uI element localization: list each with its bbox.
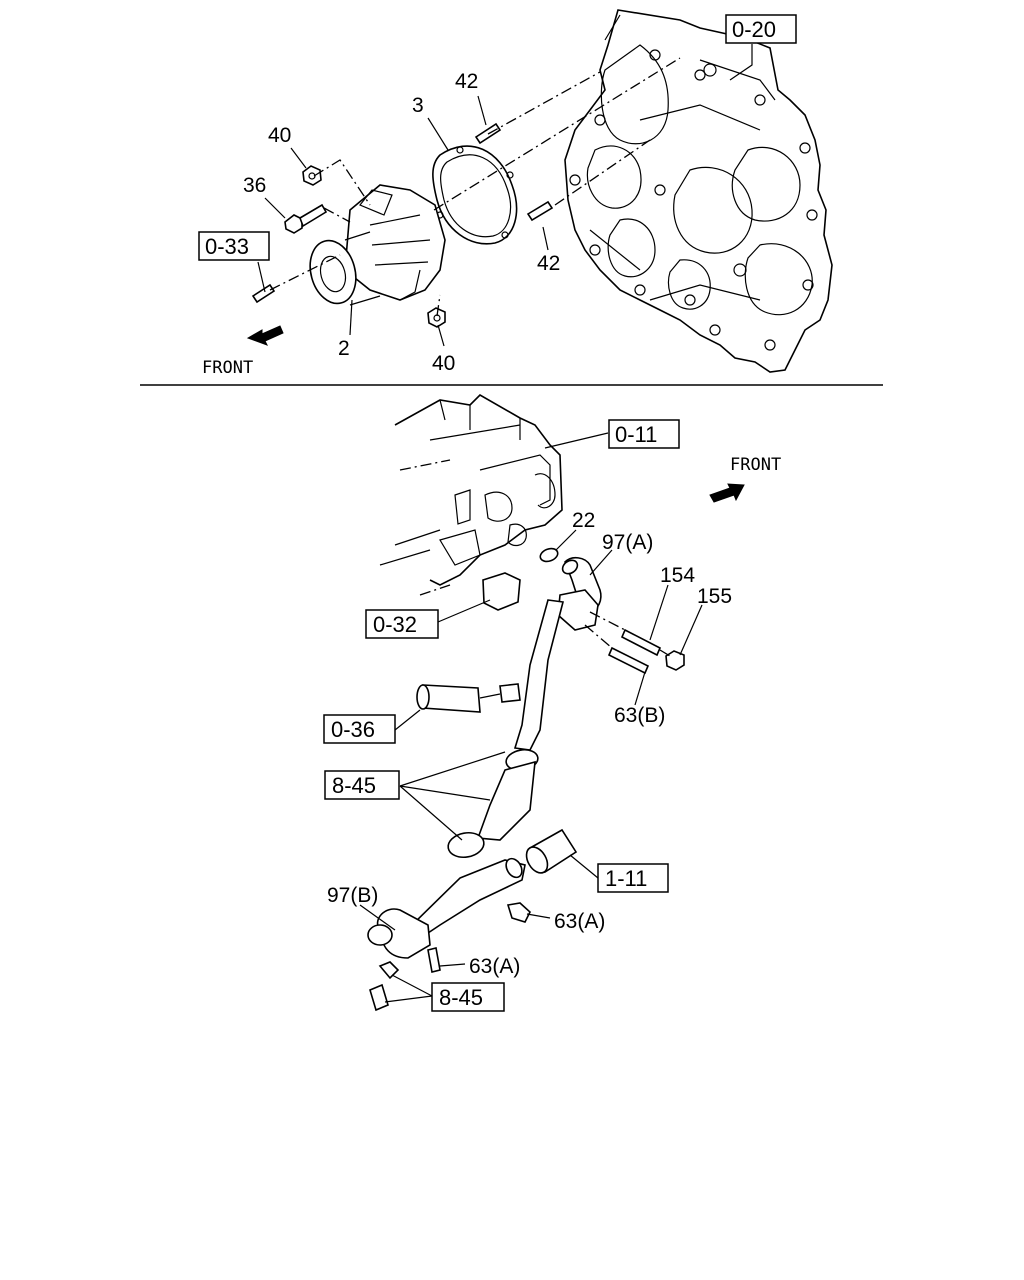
front-label-top: FRONT [202, 358, 253, 378]
ref-label-0-36: 0-36 [331, 717, 375, 742]
water-pump-assembly-diagram: 42 3 40 36 42 2 40 0-20 0-33 FRONT [198, 9, 833, 378]
bolt-36 [284, 203, 328, 234]
front-arrow-icon [246, 325, 284, 346]
ref-box-0-36 [323, 714, 396, 744]
front-arrow-icon [709, 483, 745, 503]
callout-36: 36 [243, 174, 266, 197]
ref-label-0-33: 0-33 [205, 234, 249, 259]
ref-label-0-32: 0-32 [373, 612, 417, 637]
callout-155: 155 [697, 585, 732, 608]
timing-gear-case [564, 9, 833, 373]
water-pump [309, 184, 446, 306]
callout-2: 2 [338, 337, 350, 360]
ref-box-0-32 [365, 609, 439, 639]
nut-155 [665, 650, 685, 671]
water-pipe-assembly-diagram: 22 97(A) 154 155 63(B) 97(B) 63(A) 63(A)… [323, 394, 781, 1012]
callout-42-lower: 42 [537, 252, 560, 275]
callout-63b: 63(B) [614, 704, 665, 727]
callout-40-upper: 40 [268, 124, 291, 147]
callout-97a: 97(A) [602, 531, 653, 554]
ref-label-8-45-lower: 8-45 [439, 985, 483, 1010]
ref-box-8-45-upper [324, 770, 400, 800]
bolt-154 [620, 628, 662, 657]
callout-40-lower: 40 [432, 352, 455, 375]
ref-box-8-45-lower [431, 982, 505, 1012]
cylinder-block [379, 394, 563, 596]
water-pipe-97b [367, 857, 526, 959]
o-ring-22 [539, 547, 559, 563]
front-label-bottom: FRONT [730, 455, 781, 475]
callout-42-upper: 42 [455, 70, 478, 93]
ref-label-0-20: 0-20 [732, 17, 776, 42]
bolt-63a-lower [427, 947, 441, 973]
ref-label-0-11: 0-11 [615, 422, 657, 447]
callout-154: 154 [660, 564, 695, 587]
stud-42-lower [526, 200, 554, 222]
ref-box-0-33 [198, 231, 270, 261]
fitting-0-36 [416, 683, 521, 713]
callout-63a-right: 63(A) [554, 910, 605, 933]
callout-63a-lower: 63(A) [469, 955, 520, 978]
nut-40-upper [302, 165, 322, 186]
ref-box-0-20 [725, 14, 797, 44]
nut-40-lower [427, 307, 446, 328]
bolt-63a-right [506, 902, 531, 923]
ref-label-8-45-upper: 8-45 [332, 773, 376, 798]
gasket [432, 145, 518, 245]
callout-97b: 97(B) [327, 884, 378, 907]
small-clamp-8-45 [378, 961, 400, 980]
hose-8-45 [447, 748, 539, 859]
ref-box-0-11 [608, 419, 680, 449]
bolt-63b [607, 646, 650, 675]
bracket-0-32 [482, 572, 521, 611]
water-pipe-97a [513, 556, 602, 751]
small-hose-8-45 [369, 983, 389, 1012]
callout-22: 22 [572, 509, 595, 532]
callout-3: 3 [412, 94, 424, 117]
ref-label-1-11: 1-11 [605, 866, 647, 891]
ref-box-1-11 [597, 863, 669, 893]
